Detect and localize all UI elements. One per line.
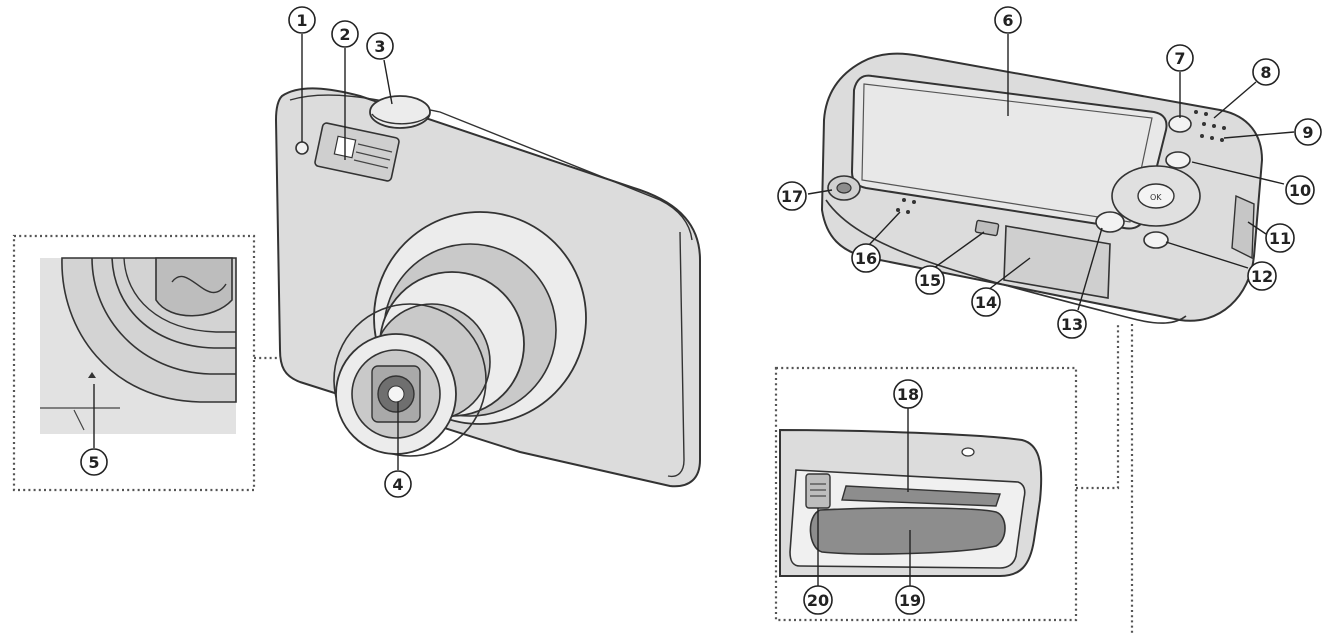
connector-cover	[1231, 194, 1255, 260]
battery-chamber-image	[779, 428, 1043, 577]
callout-11: 11	[1265, 223, 1295, 253]
svg-text:19: 19	[899, 591, 921, 610]
leader-10	[1191, 161, 1285, 185]
callout-2: 2	[331, 20, 359, 48]
callout-7: 7	[1166, 44, 1194, 72]
svg-text:4: 4	[392, 475, 403, 494]
camera-front-view	[274, 87, 701, 488]
leader-8	[1213, 81, 1257, 119]
callout-19: 19	[895, 585, 925, 615]
battery-latch	[805, 473, 831, 509]
callout-18: 18	[893, 379, 923, 409]
callout-5: 5	[80, 448, 108, 476]
svg-text:20: 20	[807, 591, 829, 610]
callout-14: 14	[971, 287, 1001, 317]
selector-pad: OK	[1111, 165, 1201, 227]
svg-text:OK: OK	[1150, 193, 1162, 202]
callout-9: 9	[1294, 118, 1322, 146]
svg-text:3: 3	[374, 37, 385, 56]
svg-text:2: 2	[339, 25, 350, 44]
leader-16	[867, 211, 901, 247]
battery-chamber-inset	[774, 324, 1134, 636]
svg-text:11: 11	[1269, 229, 1291, 248]
lens-detail-image	[40, 257, 237, 434]
leader-3	[383, 59, 393, 105]
speaker-holes	[1194, 110, 1226, 142]
callout-3: 3	[366, 32, 394, 60]
svg-text:18: 18	[897, 385, 919, 404]
leader-12	[1165, 241, 1249, 269]
battery-cover-latch	[974, 219, 1000, 237]
speaker	[896, 198, 916, 214]
callout-20: 20	[803, 585, 833, 615]
callout-6: 6	[994, 6, 1022, 34]
leader-15	[933, 231, 985, 269]
callout-17: 17	[777, 181, 807, 211]
leader-13	[1077, 227, 1103, 311]
svg-text:8: 8	[1260, 63, 1271, 82]
callout-8: 8	[1252, 58, 1280, 86]
svg-text:6: 6	[1002, 11, 1013, 30]
callout-1: 1	[288, 6, 316, 34]
camera-back-view: OK	[820, 52, 1264, 324]
callout-16: 16	[851, 243, 881, 273]
svg-text:16: 16	[855, 249, 877, 268]
lens-detail-inset	[12, 234, 256, 492]
svg-text:10: 10	[1289, 181, 1311, 200]
disp-back-button	[1143, 231, 1169, 249]
svg-text:7: 7	[1174, 49, 1185, 68]
power-button	[1168, 115, 1192, 133]
leader-11	[1247, 221, 1267, 235]
callout-12: 12	[1247, 261, 1277, 291]
svg-text:14: 14	[975, 293, 997, 312]
flash	[314, 122, 400, 182]
callout-10: 10	[1285, 175, 1315, 205]
callout-13: 13	[1057, 309, 1087, 339]
callout-15: 15	[915, 265, 945, 295]
svg-text:12: 12	[1251, 267, 1273, 286]
battery	[809, 507, 1006, 555]
leader-17	[807, 189, 833, 195]
callout-4: 4	[384, 470, 412, 498]
svg-text:5: 5	[88, 453, 99, 472]
memory-card-slot	[841, 485, 1001, 507]
svg-text:15: 15	[919, 271, 941, 290]
svg-text:9: 9	[1302, 123, 1313, 142]
playback-button	[1165, 151, 1191, 169]
svg-text:13: 13	[1061, 315, 1083, 334]
svg-text:17: 17	[781, 187, 803, 206]
callout-labels: 1 2 3 4 5 6 7 8 9 10 11 12 13 14 15 16 1…	[80, 6, 1322, 615]
battery-chamber-cover	[1003, 225, 1111, 299]
svg-text:1: 1	[296, 11, 307, 30]
menu-button	[1095, 211, 1125, 233]
leader-9	[1223, 131, 1295, 139]
lens	[333, 211, 587, 457]
leader-14	[987, 257, 1031, 291]
self-timer-lamp	[295, 141, 309, 155]
